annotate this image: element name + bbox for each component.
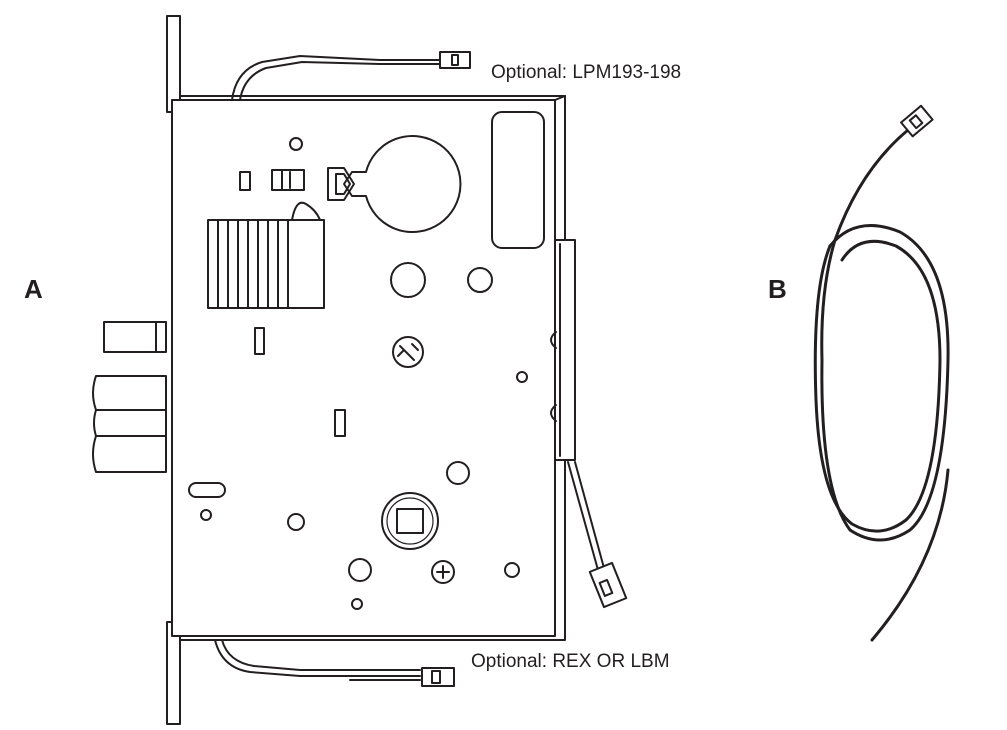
part-b-label: B (768, 274, 787, 304)
part-a-label: A (24, 274, 43, 304)
top-connector-callout: Optional: LPM193-198 (491, 62, 682, 83)
bottom-connector-callout: Optional: REX OR LBM (471, 651, 670, 672)
